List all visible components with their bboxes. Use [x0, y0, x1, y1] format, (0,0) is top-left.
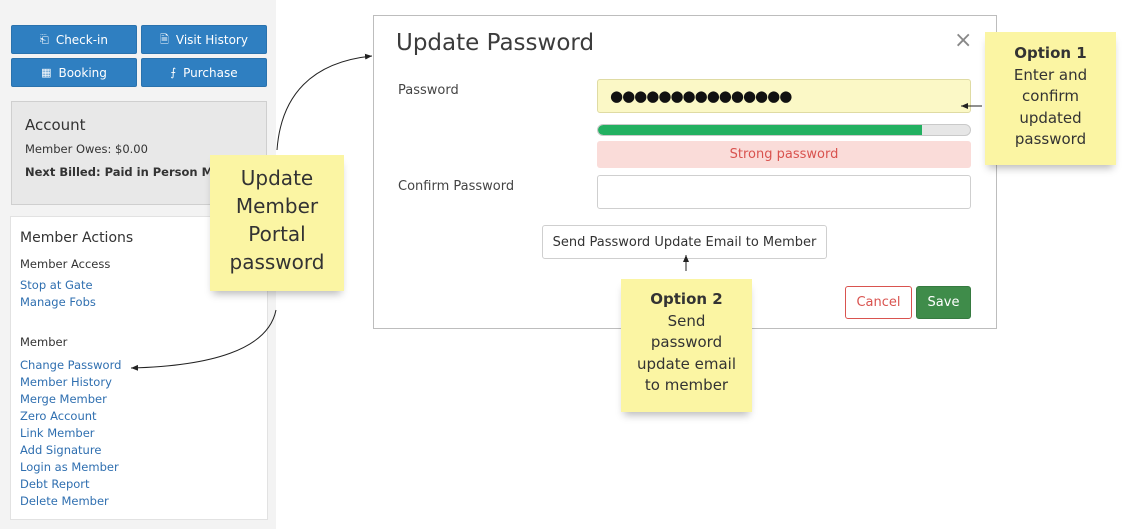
cart-icon: ⨍ — [170, 66, 177, 79]
note-line: Enter and — [1013, 65, 1088, 84]
cancel-button[interactable]: Cancel — [845, 286, 912, 319]
manage-fobs-link[interactable]: Manage Fobs — [20, 295, 96, 309]
delete-member-link[interactable]: Delete Member — [20, 494, 109, 508]
arrow-to-modal — [276, 53, 373, 151]
next-billed: Next Billed: Paid in Person Membership — [25, 165, 267, 179]
member-owes: Member Owes: $0.00 — [25, 142, 148, 156]
note-line: to member — [644, 376, 729, 394]
modal-title: Update Password — [396, 30, 595, 56]
note-line: password — [650, 333, 723, 351]
note-line: password — [1014, 130, 1087, 148]
visit-history-label: Visit History — [175, 32, 248, 47]
change-password-link[interactable]: Change Password — [20, 358, 122, 372]
login-as-member-link[interactable]: Login as Member — [20, 460, 119, 474]
purchase-button[interactable]: ⨍ Purchase — [141, 58, 267, 87]
link-member-link[interactable]: Link Member — [20, 426, 95, 440]
password-input[interactable]: ●●●●●●●●●●●●●●● — [597, 79, 971, 113]
note-line: update email — [637, 354, 736, 373]
visit-history-button[interactable]: 🗎 Visit History — [141, 25, 267, 54]
note-option-1: Option 1 Enter and confirm updated passw… — [985, 32, 1116, 165]
booking-label: Booking — [58, 65, 107, 80]
note-option-1-title: Option 1 — [1014, 44, 1087, 62]
zero-account-link[interactable]: Zero Account — [20, 409, 97, 423]
password-label: Password — [398, 83, 459, 98]
password-strength-text: Strong password — [597, 141, 971, 168]
close-icon[interactable]: × — [954, 28, 973, 53]
note-line: password — [229, 250, 325, 274]
note-line: Update — [240, 166, 314, 190]
note-update-portal-password: Update Member Portal password — [210, 155, 344, 291]
note-line: Send — [667, 311, 706, 330]
confirm-password-label: Confirm Password — [398, 179, 515, 194]
note-option-2-title: Option 2 — [650, 290, 723, 308]
account-title: Account — [25, 116, 86, 134]
member-access-heading: Member Access — [20, 257, 111, 271]
member-heading: Member — [20, 335, 68, 349]
confirm-password-input[interactable] — [597, 175, 971, 209]
add-signature-link[interactable]: Add Signature — [20, 443, 102, 457]
note-line: updated — [1019, 108, 1082, 127]
check-in-label: Check-in — [55, 32, 108, 47]
debt-report-link[interactable]: Debt Report — [20, 477, 90, 491]
member-history-link[interactable]: Member History — [20, 375, 112, 389]
password-strength-bar — [597, 124, 971, 136]
purchase-label: Purchase — [183, 65, 238, 80]
member-actions-title: Member Actions — [20, 230, 134, 246]
note-line: Portal — [248, 222, 306, 246]
note-line: confirm — [1022, 87, 1079, 105]
check-in-button[interactable]: ⎗ Check-in — [11, 25, 137, 54]
save-button[interactable]: Save — [916, 286, 971, 319]
calendar-icon: ▦ — [41, 66, 52, 79]
stop-at-gate-link[interactable]: Stop at Gate — [20, 278, 93, 292]
sign-in-icon: ⎗ — [40, 33, 49, 46]
document-icon: 🗎 — [160, 33, 169, 46]
note-line: Member — [235, 194, 319, 218]
merge-member-link[interactable]: Merge Member — [20, 392, 107, 406]
note-option-2: Option 2 Send password update email to m… — [621, 279, 752, 412]
booking-button[interactable]: ▦ Booking — [11, 58, 137, 87]
send-password-email-button[interactable]: Send Password Update Email to Member — [542, 225, 827, 259]
password-strength-fill — [598, 125, 922, 135]
